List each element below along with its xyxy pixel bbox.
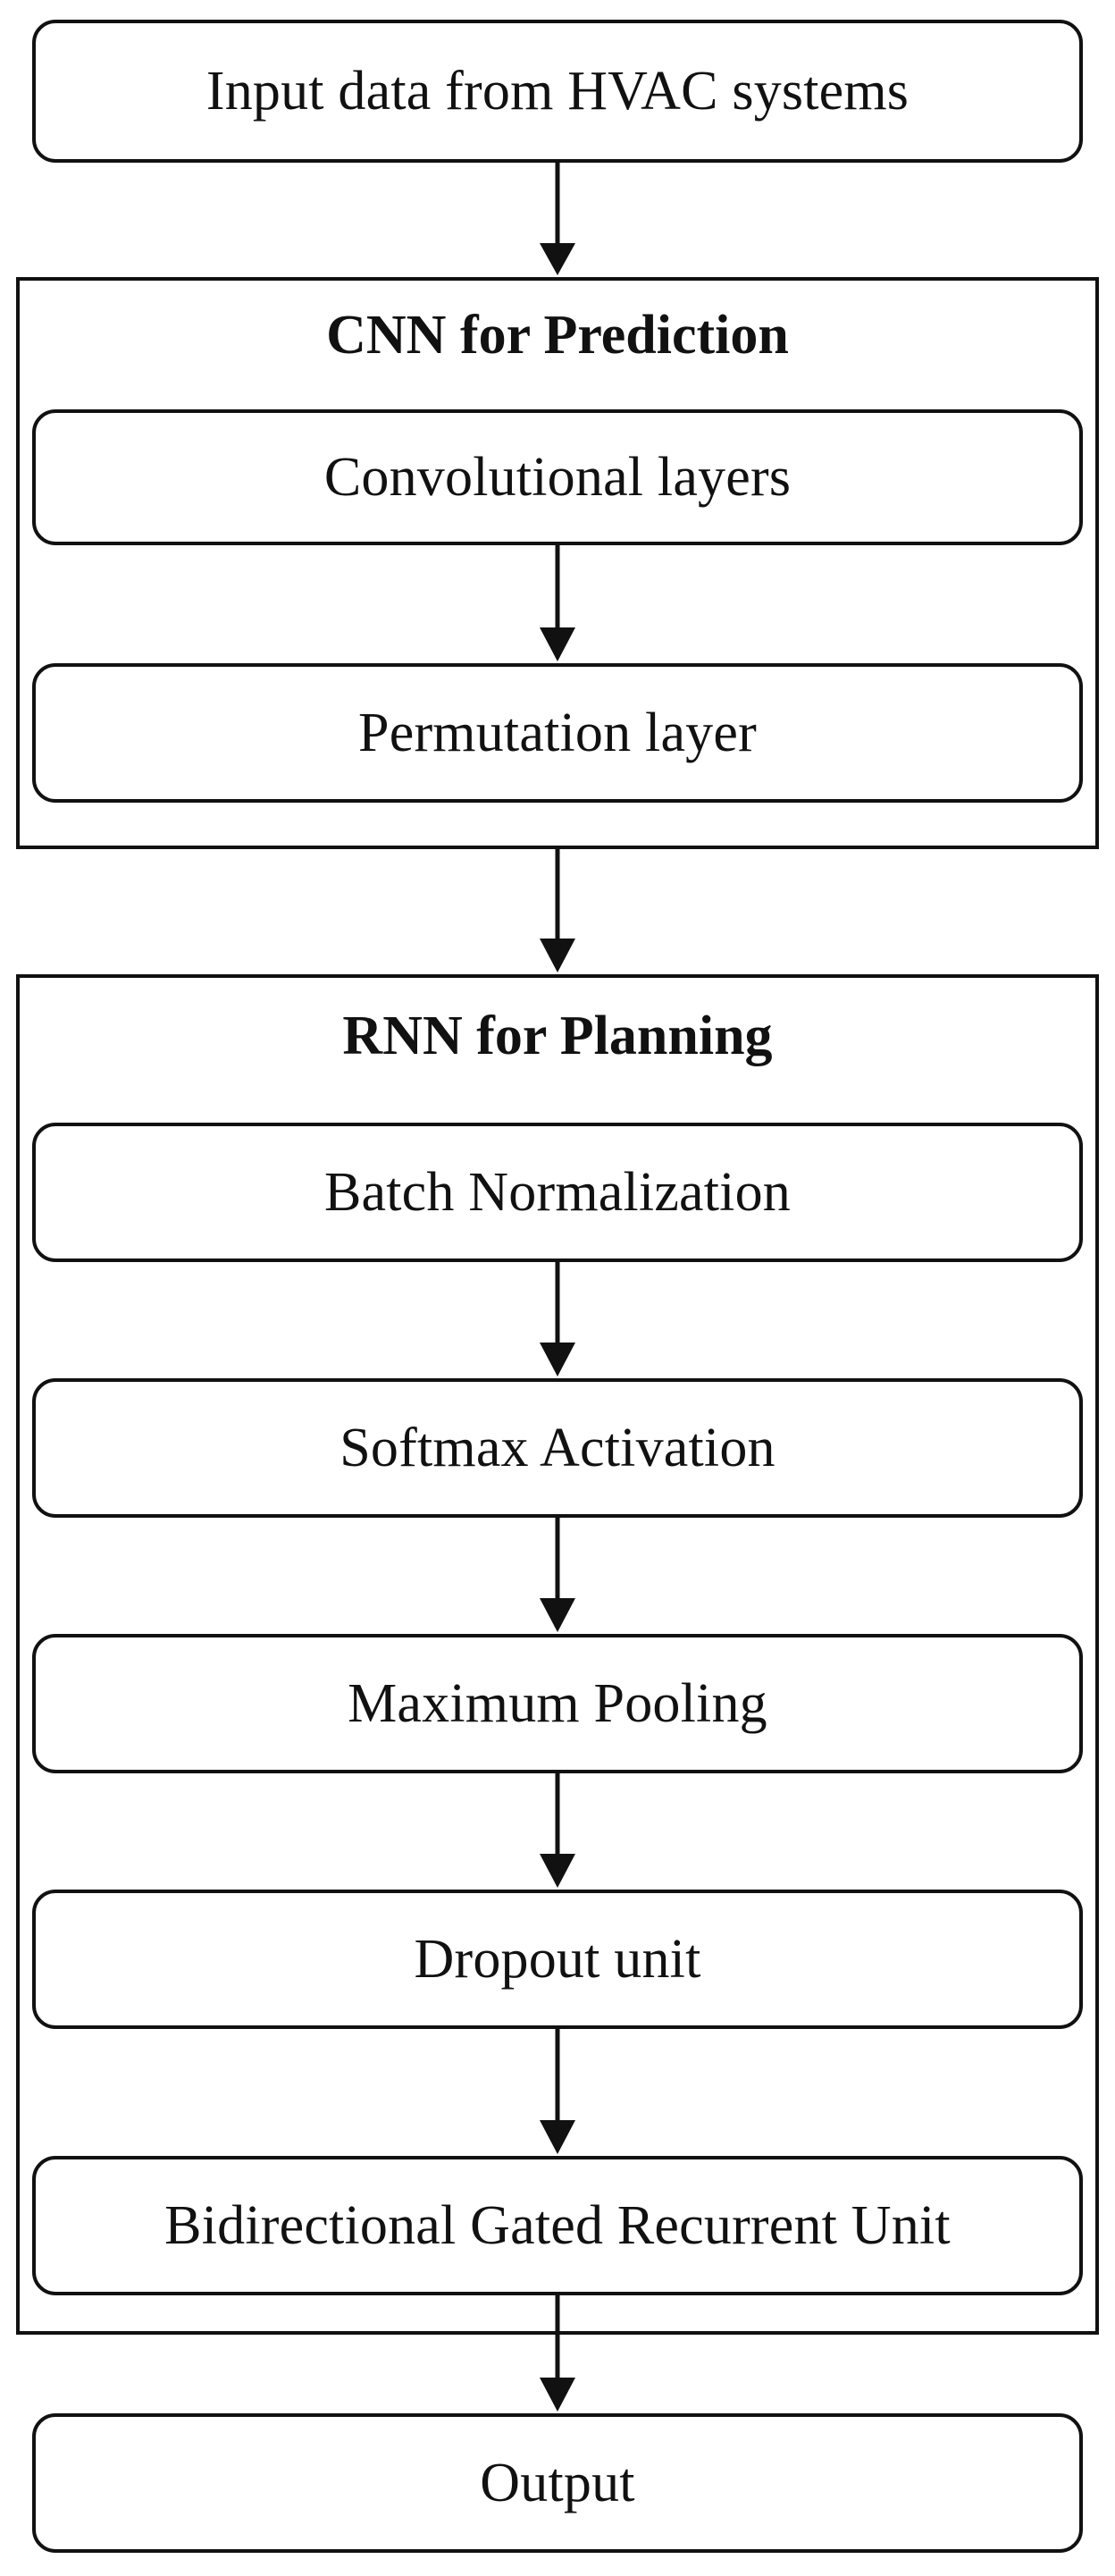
arrow-input-to-cnn [540,163,575,275]
softmax-activation-label: Softmax Activation [340,1417,775,1478]
batch-normalization-label: Batch Normalization [323,1161,792,1223]
bidirectional-gru-label: Bidirectional Gated Recurrent Unit [164,2194,951,2256]
bidirectional-gru-box: Bidirectional Gated Recurrent Unit [32,2156,1083,2295]
input-data-box: Input data from HVAC systems [32,20,1083,163]
convolutional-layers-label: Convolutional layers [323,446,792,508]
maximum-pooling-label: Maximum Pooling [348,1672,767,1734]
dropout-unit-label: Dropout unit [414,1928,701,1990]
rnn-group-title: RNN for Planning [342,1006,773,1066]
batch-normalization-box: Batch Normalization [32,1123,1083,1262]
maximum-pooling-box: Maximum Pooling [32,1634,1083,1773]
softmax-activation-box: Softmax Activation [32,1378,1083,1518]
convolutional-layers-box: Convolutional layers [32,409,1083,545]
output-box: Output [32,2413,1083,2553]
arrow-cnn-to-rnn [540,849,575,972]
input-data-label: Input data from HVAC systems [205,60,910,122]
cnn-group-title: CNN for Prediction [326,305,789,366]
dropout-unit-box: Dropout unit [32,1890,1083,2029]
cnn-group: CNN for Prediction [16,277,1099,849]
permutation-layer-box: Permutation layer [32,663,1083,803]
output-label: Output [480,2452,635,2513]
permutation-layer-label: Permutation layer [358,702,757,763]
